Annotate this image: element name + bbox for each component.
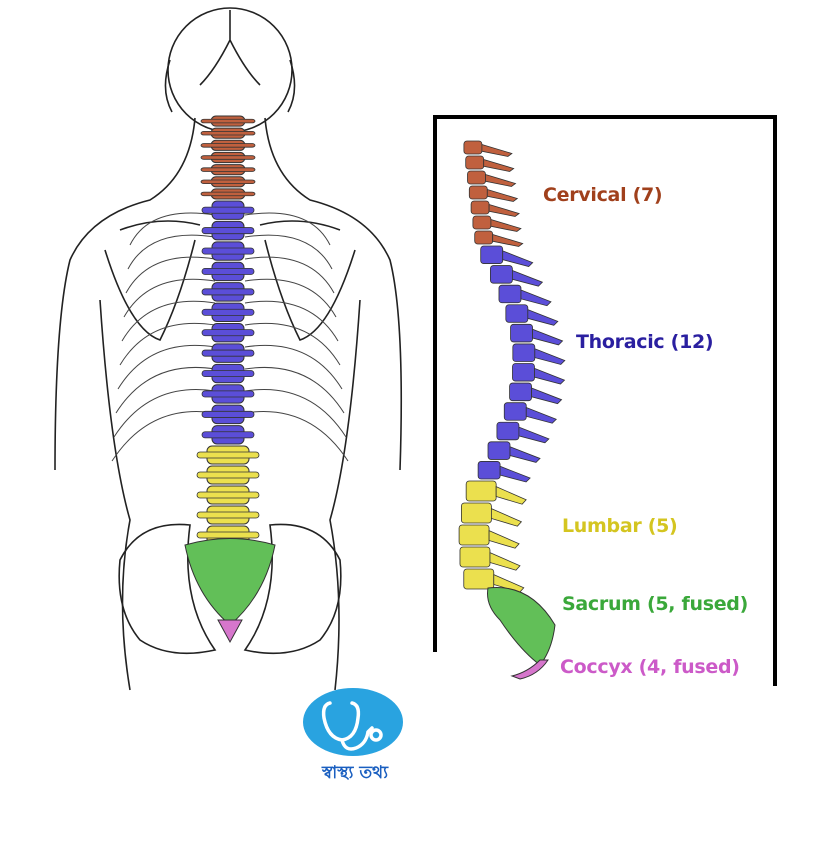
back-thoracic [201, 200, 255, 445]
label-coccyx: Coccyx (4, fused) [560, 656, 740, 678]
vertebra [458, 524, 490, 546]
vertebra [505, 304, 529, 323]
vertebra [510, 323, 533, 343]
ribs [111, 212, 349, 462]
back-coccyx [217, 619, 243, 644]
label-cervical: Cervical (7) [543, 184, 663, 206]
vertebra [465, 480, 497, 502]
stethoscope-icon [321, 701, 383, 751]
vertebra [465, 155, 485, 170]
vertebra [509, 382, 532, 402]
label-thoracic: Thoracic (12) [576, 331, 714, 353]
vertebra [512, 343, 536, 362]
back-lumbar [196, 445, 260, 545]
label-sacrum: Sacrum (5, fused) [562, 593, 748, 615]
logo-text: স্বাস্থ্য তথ্য [321, 763, 389, 783]
vertebra [477, 461, 501, 480]
side-sacrum [487, 586, 556, 666]
vertebra [470, 200, 490, 215]
vertebra [498, 284, 522, 304]
back-view-spine [184, 115, 276, 644]
vertebra [487, 441, 511, 460]
vertebra [467, 170, 486, 185]
vertebra [489, 265, 513, 284]
side-lumbar [458, 480, 527, 593]
vertebra [459, 546, 491, 568]
side-cervical [463, 140, 524, 247]
side-thoracic [477, 245, 566, 483]
side-coccyx [510, 659, 549, 680]
body-outline [54, 7, 403, 691]
vertebra [512, 363, 535, 382]
diagram-frame [433, 115, 777, 686]
vertebra [463, 140, 483, 155]
vertebra [480, 245, 504, 264]
vertebra [503, 402, 527, 421]
label-lumbar: Lumbar (5) [562, 515, 678, 537]
vertebra [463, 568, 495, 590]
back-sacrum [184, 538, 276, 626]
vertebra [474, 230, 494, 245]
vertebra [496, 421, 520, 441]
side-view-spine [458, 140, 566, 680]
logo [303, 688, 403, 756]
back-cervical [200, 115, 256, 200]
vertebra [460, 502, 492, 524]
vertebra [468, 185, 488, 200]
vertebra [472, 215, 492, 230]
